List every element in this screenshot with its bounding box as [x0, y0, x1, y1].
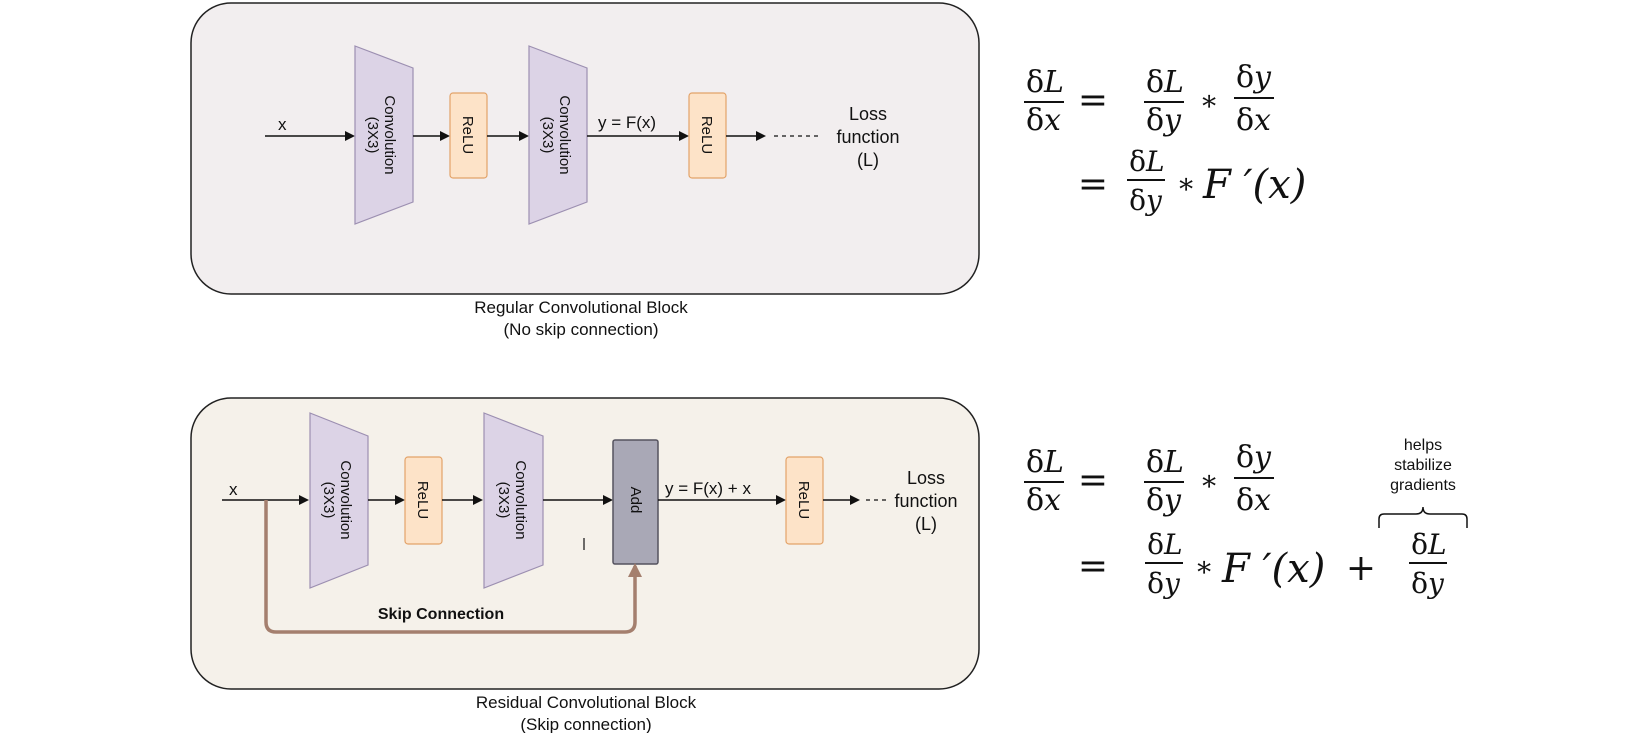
regular-block: x Convolution (3X3) ReLU Convolution (3X…: [190, 2, 980, 339]
annotation-line3: gradients: [1390, 477, 1456, 494]
regular-conv2-block: [528, 45, 588, 225]
regular-output-label: y = F(x): [598, 113, 656, 132]
eq1b-delta: δ: [1129, 145, 1146, 178]
regular-conv1-label-line1: Convolution: [381, 95, 398, 174]
eq2b-L: L: [1163, 528, 1183, 561]
eq1b-delta-den: δ: [1129, 184, 1146, 217]
eq2-rhs-delta-den: δ: [1146, 483, 1164, 518]
eq2-dy-delta: δ: [1236, 440, 1254, 475]
residual-caption-line2: (Skip connection): [520, 715, 651, 733]
residual-loss-line1: Loss: [907, 468, 945, 488]
eq2b-term-y: y: [1426, 567, 1445, 600]
regular-relu2-label: ReLU: [698, 116, 715, 154]
eq2b-equals: =: [1078, 546, 1108, 587]
residual-output-label: y = F(x) + x: [665, 479, 751, 498]
equation-regular: δ L δ x = δ L δ y ∗ δ y δ x = δ L δ y ∗ …: [1024, 60, 1306, 217]
residual-loss-line2: function: [894, 491, 957, 511]
eq2-x: x: [1044, 483, 1061, 518]
eq2-equals: =: [1078, 460, 1108, 501]
residual-skip-connection-label: Skip Connection: [378, 606, 504, 623]
residual-relu2-label: ReLU: [795, 481, 812, 519]
eq2-delta: δ: [1026, 445, 1044, 480]
residual-add-label: Add: [627, 487, 644, 514]
equation-residual: δ L δ x = δ L δ y ∗ δ y δ x helps stabil…: [1024, 437, 1468, 600]
eq1-x: x: [1044, 103, 1061, 138]
eq1-rhs-y: y: [1162, 103, 1182, 138]
eq2b-term-L: L: [1427, 528, 1447, 561]
eq2b-y: y: [1162, 567, 1181, 600]
eq2-times: ∗: [1199, 464, 1218, 497]
residual-block: x Convolution (3X3) ReLU Convolution (3X…: [190, 397, 980, 733]
eq1-dx-x: x: [1254, 103, 1271, 138]
regular-conv2-label-line2: (3X3): [539, 117, 556, 154]
residual-input-label: x: [229, 480, 238, 499]
annotation-line2: stabilize: [1394, 457, 1452, 474]
eq2b-delta: δ: [1147, 528, 1164, 561]
regular-relu1-label: ReLU: [459, 116, 476, 154]
eq1-equals: =: [1078, 80, 1108, 121]
annotation-brace: [1378, 506, 1468, 528]
eq1-L: L: [1043, 65, 1064, 100]
eq1-dy-delta: δ: [1236, 60, 1254, 95]
residual-conv2-label-line2: (3X3): [495, 482, 512, 519]
regular-conv2-label-line1: Convolution: [556, 95, 573, 174]
eq2b-term-delta: δ: [1411, 528, 1428, 561]
regular-loss-line3: (L): [857, 150, 879, 170]
regular-loss-line1: Loss: [849, 104, 887, 124]
eq2-dx-delta: δ: [1236, 483, 1254, 518]
eq1-rhs-delta: δ: [1146, 65, 1164, 100]
eq2b-times: ∗: [1194, 550, 1213, 583]
residual-conv1-label-line2: (3X3): [320, 482, 337, 519]
eq1-dx-delta: δ: [1236, 103, 1254, 138]
eq1b-times: ∗: [1176, 167, 1195, 200]
eq1-delta: δ: [1026, 65, 1044, 100]
eq2-rhs-y: y: [1162, 483, 1182, 518]
eq2-rhs-delta: δ: [1146, 445, 1164, 480]
eq2-dx-x: x: [1254, 483, 1271, 518]
regular-conv1-block: [354, 45, 414, 225]
eq1b-y: y: [1144, 184, 1163, 217]
regular-caption-line2: (No skip connection): [504, 320, 659, 339]
residual-conv1-label-line1: Convolution: [337, 460, 354, 539]
residual-conv2-label-line1: Convolution: [512, 460, 529, 539]
eq1-dy-y: y: [1252, 60, 1272, 95]
residual-loss-line3: (L): [915, 514, 937, 534]
eq1-times: ∗: [1199, 84, 1218, 117]
eq2-rhs-L: L: [1163, 445, 1184, 480]
residual-relu1-label: ReLU: [414, 481, 431, 519]
eq2b-plus: +: [1346, 548, 1376, 589]
eq2-dy-y: y: [1252, 440, 1272, 475]
eq2b-fprime: F ′(x): [1221, 546, 1325, 592]
eq1-rhs-L: L: [1163, 65, 1184, 100]
eq2b-term-delta-den: δ: [1411, 567, 1428, 600]
eq1b-L: L: [1145, 145, 1165, 178]
regular-caption-line1: Regular Convolutional Block: [474, 298, 688, 317]
eq1-delta-den: δ: [1026, 103, 1044, 138]
regular-input-label: x: [278, 115, 287, 134]
eq1b-equals: =: [1078, 164, 1108, 205]
regular-loss-line2: function: [836, 127, 899, 147]
residual-caption-line1: Residual Convolutional Block: [476, 693, 697, 712]
eq1b-fprime: F ′(x): [1202, 162, 1306, 208]
eq2-L: L: [1043, 445, 1064, 480]
residual-skip-connection-path: [264, 500, 642, 634]
annotation-line1: helps: [1404, 437, 1442, 454]
eq2-delta-den: δ: [1026, 483, 1044, 518]
residual-conv2-block: [483, 412, 544, 589]
regular-conv1-label-line2: (3X3): [364, 117, 381, 154]
residual-conv1-block: [309, 412, 369, 589]
eq1-rhs-delta-den: δ: [1146, 103, 1164, 138]
eq2b-delta-den: δ: [1147, 567, 1164, 600]
residual-block-panel: [190, 397, 980, 690]
